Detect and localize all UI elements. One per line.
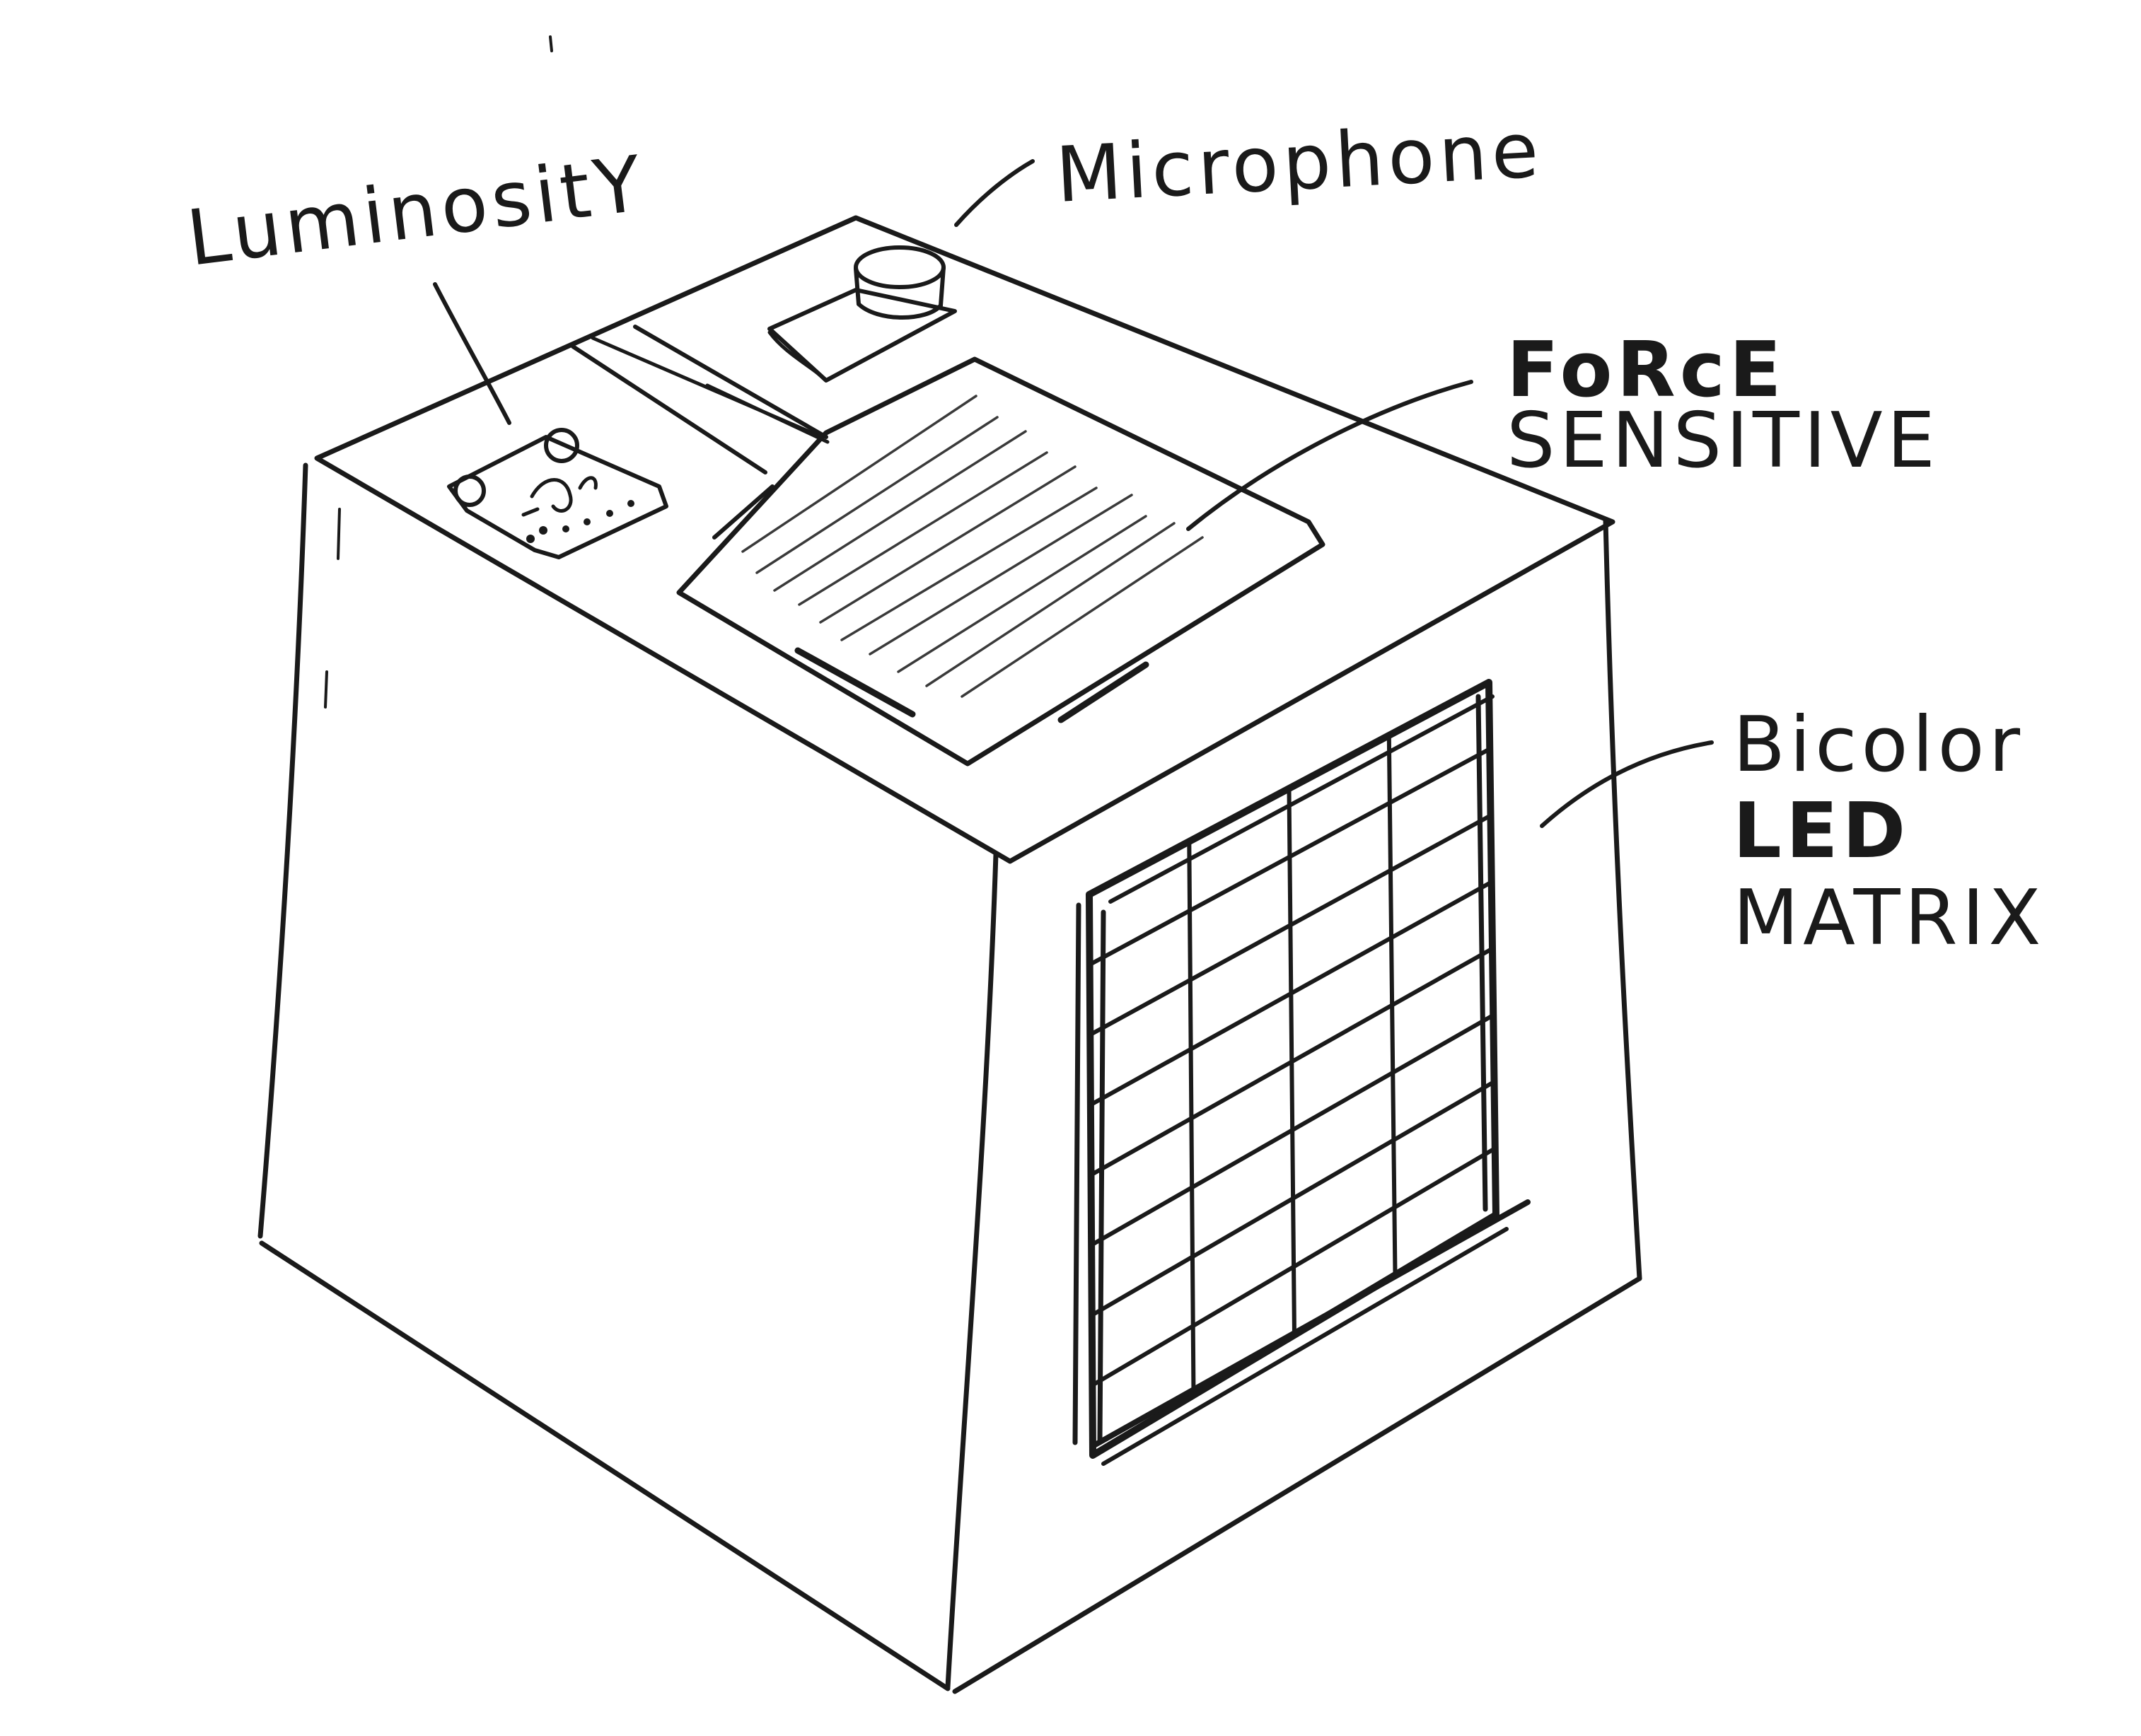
led-grid-row-line bbox=[1088, 880, 1494, 1107]
led-grid-row-line bbox=[1089, 1013, 1496, 1247]
pen-mark bbox=[549, 35, 553, 52]
cube-bottom-left-edge bbox=[259, 1240, 951, 1691]
cube-body bbox=[257, 215, 1642, 1694]
label-led-line2: LED bbox=[1733, 787, 1910, 875]
cube-right-edge bbox=[1603, 517, 1642, 1281]
led-matrix bbox=[1072, 679, 1531, 1466]
label-led-line1: Bicolor bbox=[1733, 701, 2024, 789]
label-force-line1: FoRcE bbox=[1507, 326, 1786, 414]
cube-front-edge bbox=[945, 851, 999, 1690]
led-matrix-leader bbox=[1540, 740, 1714, 828]
cube-left-edge bbox=[257, 462, 308, 1239]
led-grid-row-line bbox=[1088, 813, 1493, 1037]
label-microphone: Microphone bbox=[1054, 106, 1545, 220]
led-grid-row-line bbox=[1087, 747, 1492, 967]
label-force-line2: SENSITIVE bbox=[1507, 397, 1939, 485]
microphone-sensor bbox=[767, 245, 957, 383]
force-leader bbox=[1186, 380, 1473, 531]
label-led-line3: MATRIX bbox=[1733, 874, 2046, 962]
microphone-leader bbox=[954, 159, 1035, 227]
label-luminosity: LuminositY bbox=[182, 139, 650, 283]
led-grid-row-line bbox=[1089, 1079, 1497, 1317]
led-grid-row-line bbox=[1090, 1146, 1497, 1387]
luminosity-leader bbox=[433, 282, 511, 425]
force-pad-hatching bbox=[741, 395, 1204, 698]
leader-lines bbox=[433, 159, 1714, 828]
led-matrix-frame bbox=[1086, 679, 1499, 1459]
force-sensitive-pad bbox=[571, 325, 1325, 767]
led-matrix-grid bbox=[1087, 733, 1497, 1397]
cube-top-face bbox=[314, 215, 1615, 864]
led-grid-row-line bbox=[1089, 946, 1495, 1177]
cube-bottom-right-edge bbox=[952, 1276, 1642, 1694]
luminosity-sensor bbox=[447, 428, 668, 559]
